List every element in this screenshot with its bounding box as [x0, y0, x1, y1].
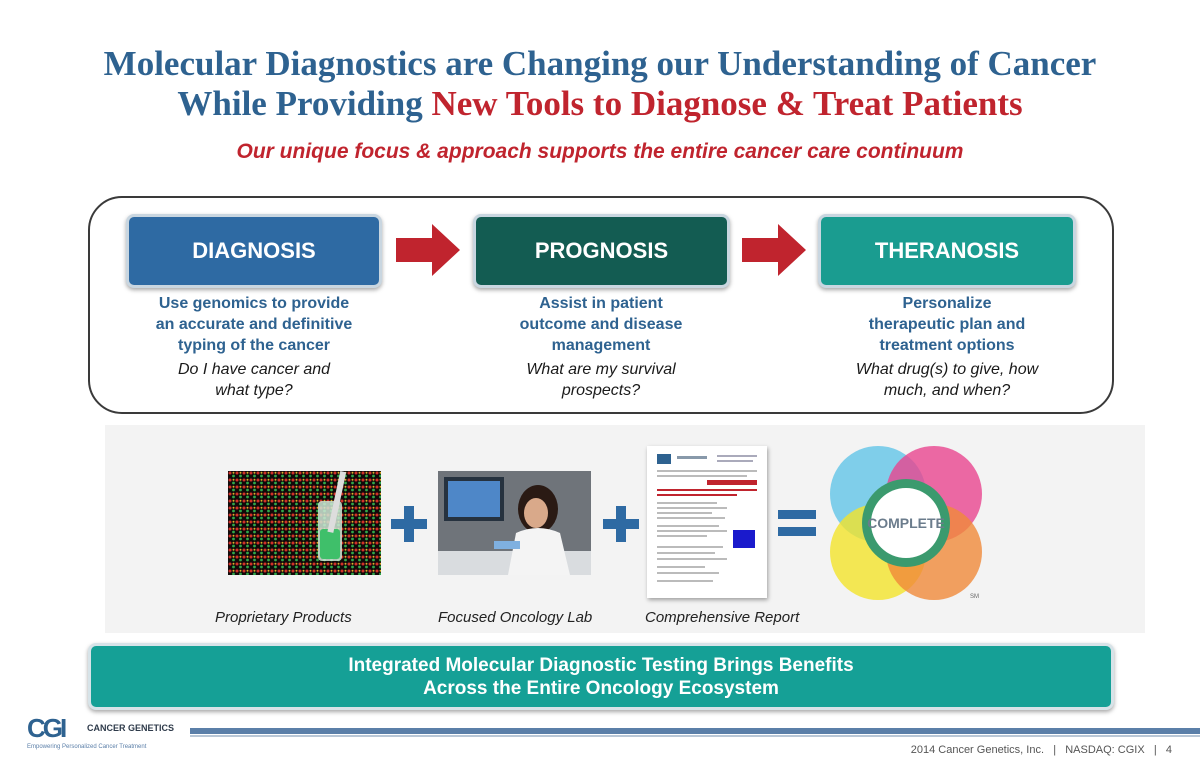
company-logo: CGI CANCER GENETICS Empowering Personali…	[27, 713, 177, 753]
complete-label: COMPLETE	[867, 515, 945, 531]
plus-icon	[603, 506, 639, 542]
theranosis-description: Personalize therapeutic plan and treatme…	[868, 295, 1026, 354]
right-arrow-icon	[396, 224, 460, 276]
benefits-banner: Integrated Molecular Diagnostic Testing …	[88, 643, 1114, 710]
logo-tagline: Empowering Personalized Cancer Treatment	[27, 744, 147, 750]
caption-proprietary-products: Proprietary Products	[215, 609, 352, 626]
prognosis-description: Assist in patient outcome and disease ma…	[519, 295, 683, 354]
logo-company-name: CANCER GENETICS	[87, 723, 175, 733]
diagnosis-description: Use genomics to provide an accurate and …	[155, 295, 353, 354]
caption-focused-oncology-lab: Focused Oncology Lab	[438, 609, 593, 626]
footer-rule	[190, 728, 1200, 734]
logo-mark: CGI	[27, 713, 67, 743]
prognosis-box: PROGNOSIS	[473, 214, 730, 288]
title-line-1: Molecular Diagnostics are Changing our U…	[103, 44, 1097, 83]
plus-icon	[391, 506, 427, 542]
right-arrow-icon	[742, 224, 806, 276]
title-line-2-blue: While Providing	[177, 84, 423, 123]
equals-icon	[778, 510, 816, 536]
diagnosis-box: DIAGNOSIS	[126, 214, 382, 288]
microarray-image	[228, 471, 381, 575]
complete-circles-graphic: COMPLETE	[830, 446, 982, 600]
theranosis-box: THERANOSIS	[818, 214, 1076, 288]
slide-subtitle: Our unique focus & approach supports the…	[236, 140, 964, 163]
banner-line-1: Integrated Molecular Diagnostic Testing …	[348, 654, 854, 676]
theranosis-column: Personalize therapeutic plan and treatme…	[797, 293, 1097, 401]
prognosis-question: What are my survival prospects?	[526, 361, 676, 399]
title-line-2-red: New Tools to Diagnose & Treat Patients	[431, 84, 1023, 123]
caption-comprehensive-report: Comprehensive Report	[645, 609, 800, 626]
service-mark: SM	[970, 594, 979, 600]
title-line-2: While Providing New Tools to Diagnose & …	[0, 84, 1200, 124]
slide-title: Molecular Diagnostics are Changing our U…	[0, 44, 1200, 124]
footer-rule-thin	[190, 735, 1200, 737]
theranosis-question: What drug(s) to give, how much, and when…	[855, 361, 1039, 399]
lab-scientist-image	[438, 471, 591, 575]
diagnosis-question: Do I have cancer and what type?	[177, 361, 331, 399]
footer-text: 2014 Cancer Genetics, Inc. | NASDAQ: CGI…	[910, 744, 1172, 756]
prognosis-column: Assist in patient outcome and disease ma…	[451, 293, 751, 401]
diagnosis-column: Use genomics to provide an accurate and …	[104, 293, 404, 401]
banner-line-2: Across the Entire Oncology Ecosystem	[423, 677, 779, 699]
report-document-image	[647, 446, 767, 598]
